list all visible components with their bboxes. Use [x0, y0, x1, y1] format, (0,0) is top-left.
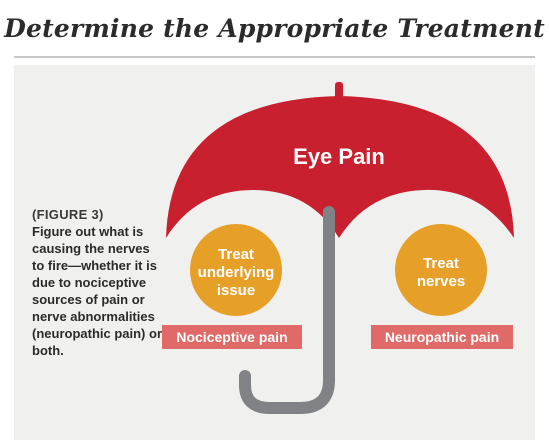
- umbrella-tip: [335, 82, 343, 100]
- title-divider: [14, 56, 535, 58]
- figure-label: (FIGURE 3): [32, 207, 104, 222]
- neuropathic-pain-badge: Neuropathic pain: [371, 325, 513, 349]
- right-circle-line-1: Treat: [423, 255, 459, 272]
- umbrella-canopy: [166, 96, 514, 238]
- treat-underlying-issue-circle: [190, 224, 282, 316]
- treat-nerves-circle: [395, 224, 487, 316]
- figure-caption: (FIGURE 3) Figure out what is causing th…: [32, 206, 162, 359]
- nociceptive-pain-badge: Nociceptive pain: [162, 325, 302, 349]
- left-circle-line-1: Treat: [218, 246, 254, 263]
- caption-text: Figure out what is causing the nerves to…: [32, 224, 162, 358]
- left-circle-line-3: issue: [217, 282, 255, 299]
- umbrella-label: Eye Pain: [293, 144, 385, 169]
- right-circle-line-2: nerves: [417, 273, 465, 290]
- page-title: Determine the Appropriate Treatment: [4, 14, 545, 43]
- umbrella-handle: [239, 206, 335, 414]
- left-circle-line-2: underlying: [198, 264, 275, 281]
